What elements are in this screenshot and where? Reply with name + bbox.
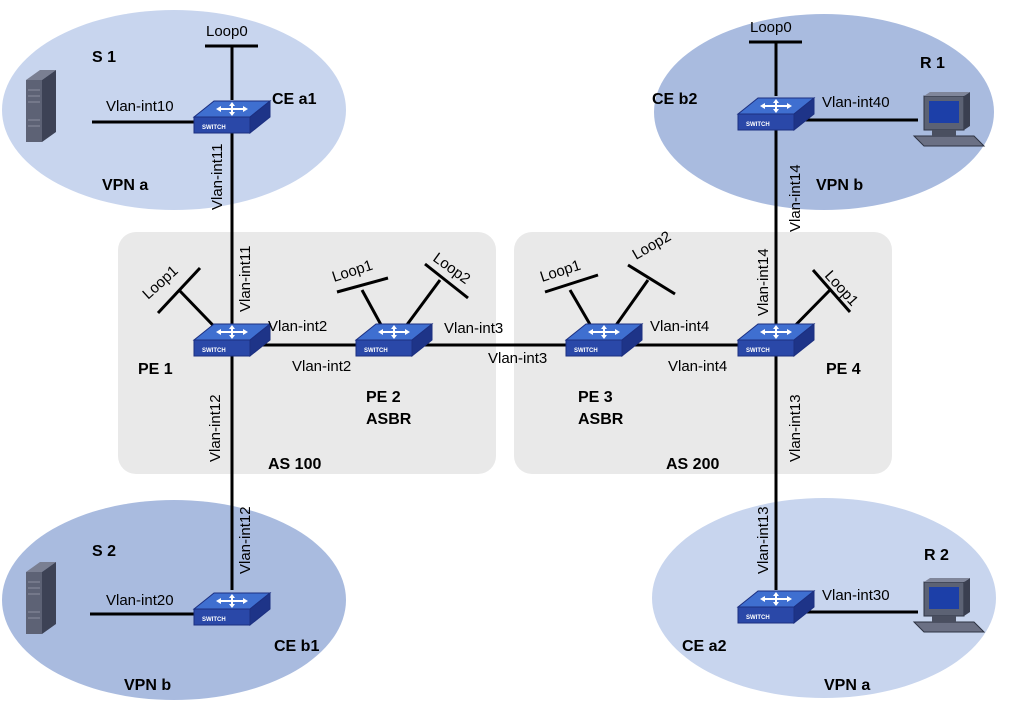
- iface-cea2-r2: Vlan-int30: [822, 587, 890, 604]
- vpn-site-top-right: [654, 14, 994, 210]
- svg-text:SWITCH: SWITCH: [746, 122, 770, 128]
- as100-label: AS 100: [268, 456, 321, 473]
- s2-server-icon: [25, 561, 57, 635]
- svg-text:SWITCH: SWITCH: [574, 348, 598, 354]
- s1-label: S 1: [92, 49, 116, 66]
- ceb2-loop0-label: Loop0: [750, 19, 792, 36]
- vpn-site-bottom-right: [652, 498, 996, 698]
- iface-ceb2-r1: Vlan-int40: [822, 94, 890, 111]
- iface-ceb1-up: Vlan-int12: [237, 506, 254, 574]
- iface-pe1-pe2-top: Vlan-int2: [268, 318, 327, 335]
- iface-pe3-pe4-bottom: Vlan-int4: [668, 358, 727, 375]
- vpn-site-bottom-left: [2, 500, 346, 700]
- as200-label: AS 200: [666, 456, 719, 473]
- vpn-label-bottom-left: VPN b: [124, 677, 171, 694]
- ceb1-switch-icon: SWITCH: [193, 592, 271, 626]
- iface-pe4-down: Vlan-int13: [787, 394, 804, 462]
- s1-server-icon: [25, 69, 57, 143]
- vpn-label-bottom-right: VPN a: [824, 677, 870, 694]
- pe3-switch-icon: SWITCH: [565, 323, 643, 357]
- cea1-switch-icon: SWITCH: [193, 100, 271, 134]
- r1-label: R 1: [920, 55, 945, 72]
- iface-ceb2-down: Vlan-int14: [787, 164, 804, 232]
- ceb2-label: CE b2: [652, 91, 697, 108]
- pe3-label: PE 3: [578, 389, 613, 406]
- cea2-switch-icon: SWITCH: [737, 590, 815, 624]
- iface-pe1-down: Vlan-int12: [207, 394, 224, 462]
- as200-area: [514, 232, 892, 474]
- svg-text:SWITCH: SWITCH: [202, 617, 226, 623]
- svg-text:SWITCH: SWITCH: [202, 348, 226, 354]
- as100-area: [118, 232, 496, 474]
- vpn-site-top-left: [2, 10, 346, 210]
- iface-pe3-pe4-top: Vlan-int4: [650, 318, 709, 335]
- ceb2-switch-icon: SWITCH: [737, 97, 815, 131]
- cea2-label: CE a2: [682, 638, 727, 655]
- iface-s2-ceb1: Vlan-int20: [106, 592, 174, 609]
- iface-s1-cea1: Vlan-int10: [106, 98, 174, 115]
- iface-cea2-up: Vlan-int13: [755, 506, 772, 574]
- pe2-switch-icon: SWITCH: [355, 323, 433, 357]
- svg-text:SWITCH: SWITCH: [364, 348, 388, 354]
- svg-text:SWITCH: SWITCH: [746, 615, 770, 621]
- pe1-label: PE 1: [138, 361, 173, 378]
- cea1-label: CE a1: [272, 91, 317, 108]
- ceb1-label: CE b1: [274, 638, 319, 655]
- pe2-role-label: ASBR: [366, 411, 412, 428]
- svg-text:SWITCH: SWITCH: [202, 125, 226, 131]
- pe3-role-label: ASBR: [578, 411, 624, 428]
- iface-pe1-up: Vlan-int11: [237, 246, 254, 312]
- svg-text:SWITCH: SWITCH: [746, 348, 770, 354]
- pe4-switch-icon: SWITCH: [737, 323, 815, 357]
- pe1-switch-icon: SWITCH: [193, 323, 271, 357]
- vpn-label-top-right: VPN b: [816, 177, 863, 194]
- iface-cea1-down: Vlan-int11: [209, 144, 226, 210]
- cea1-loop0-label: Loop0: [206, 23, 248, 40]
- iface-pe2-pe3-bottom: Vlan-int3: [488, 350, 547, 367]
- iface-pe4-up: Vlan-int14: [755, 248, 772, 316]
- pe2-label: PE 2: [366, 389, 401, 406]
- pe4-label: PE 4: [826, 361, 861, 378]
- iface-pe2-pe3-top: Vlan-int3: [444, 320, 503, 337]
- vpn-label-top-left: VPN a: [102, 177, 148, 194]
- s2-label: S 2: [92, 543, 116, 560]
- iface-pe1-pe2-bottom: Vlan-int2: [292, 358, 351, 375]
- r2-label: R 2: [924, 547, 949, 564]
